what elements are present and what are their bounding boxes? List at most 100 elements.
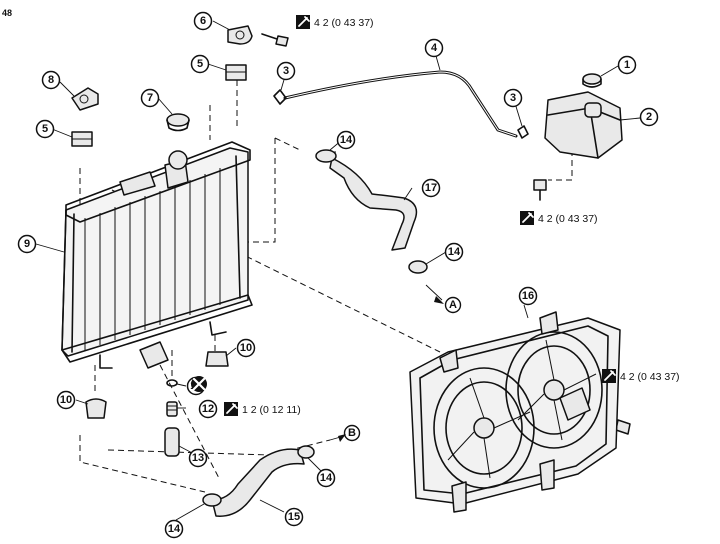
callout-4: 4 <box>424 38 444 58</box>
callout-number: 8 <box>48 74 54 86</box>
torque-spec-bracket-bolt: 4 2 (0 43 37) <box>296 15 374 29</box>
callout-circle <box>164 519 184 539</box>
callout-7: 7 <box>140 88 160 108</box>
callout-number: 3 <box>510 92 516 104</box>
callout-number: 16 <box>522 290 534 302</box>
torque-spec-drain-plug: 1 2 (0 12 11) <box>224 402 301 416</box>
arrow-to-a <box>434 296 444 304</box>
callout-16: 16 <box>518 286 538 306</box>
callout-number: 14 <box>448 246 461 258</box>
callout-14: 14 <box>444 242 464 262</box>
bolt-reservoir <box>533 179 547 201</box>
fan-shroud <box>409 311 621 513</box>
callout-circle <box>190 54 210 74</box>
callout-circle <box>56 390 76 410</box>
callout-circle <box>639 107 659 127</box>
drain-plug-12 <box>166 401 178 417</box>
callout-circle <box>284 507 304 527</box>
torque-value: 1 2 (0 12 11) <box>242 404 301 416</box>
callout-number: 12 <box>202 403 214 415</box>
callout-5: 5 <box>35 119 55 139</box>
hose-clamp-lower-a <box>297 445 315 459</box>
do-not-reuse-icon <box>191 376 207 392</box>
callout-14: 14 <box>336 130 356 150</box>
callout-number: 14 <box>168 523 181 535</box>
callout-number: 5 <box>197 58 203 70</box>
callout-number: 15 <box>288 511 300 523</box>
drain-hose-13 <box>164 427 180 457</box>
reservoir-cap <box>582 73 602 88</box>
callout-number: 7 <box>147 92 153 104</box>
callout-6: 6 <box>193 11 213 31</box>
callout-circle <box>193 11 213 31</box>
torque-wrench-icon <box>296 15 310 29</box>
callout-circle <box>503 88 523 108</box>
callout-1: 1 <box>617 55 637 75</box>
torque-wrench-icon <box>224 402 238 416</box>
arrow-to-b <box>338 434 346 442</box>
callout-number: 17 <box>425 182 437 194</box>
radiator <box>61 141 253 369</box>
callout-circle <box>421 178 441 198</box>
reservoir-hose <box>283 70 518 138</box>
callout-circle <box>17 234 37 254</box>
torque-value: 4 2 (0 43 37) <box>314 17 374 29</box>
lower-mount-10-right <box>205 351 229 367</box>
connector-b: B <box>343 424 361 442</box>
lower-hose <box>211 448 305 517</box>
torque-spec-reservoir-bolt: 4 2 (0 43 37) <box>520 211 598 225</box>
callout-13: 13 <box>188 448 208 468</box>
callout-number: 14 <box>320 472 333 484</box>
callout-2: 2 <box>639 107 659 127</box>
connector-a-label: A <box>449 299 457 311</box>
callout-number: 10 <box>60 394 72 406</box>
callout-9: 9 <box>17 234 37 254</box>
callout-number: 9 <box>24 238 30 250</box>
callout-8: 8 <box>41 70 61 90</box>
hose-clamp-upper-a <box>315 149 337 163</box>
callout-14: 14 <box>316 468 336 488</box>
callout-circle <box>35 119 55 139</box>
mount-bushing-5-top <box>225 64 247 81</box>
callout-group: 12334556789101011121314141414151617 <box>17 11 659 539</box>
callout-circle <box>140 88 160 108</box>
callout-circle <box>198 399 218 419</box>
callout-number: 13 <box>192 452 204 464</box>
callout-circle <box>236 338 256 358</box>
callout-circle <box>336 130 356 150</box>
callout-circle <box>444 242 464 262</box>
callout-14: 14 <box>164 519 184 539</box>
connector-a: A <box>444 296 462 314</box>
callout-10: 10 <box>236 338 256 358</box>
callout-circle <box>617 55 637 75</box>
callout-12: 12 <box>198 399 218 419</box>
mount-bushing-5-left <box>71 131 93 147</box>
hose-clamp-upper-b <box>408 260 428 274</box>
callout-10: 10 <box>56 390 76 410</box>
callout-number: 4 <box>431 42 438 54</box>
hose-clip-right <box>517 125 529 139</box>
callout-number: 6 <box>200 15 206 27</box>
torque-value: 4 2 (0 43 37) <box>620 371 680 383</box>
hose-clamp-lower-b <box>202 493 222 507</box>
torque-value: 4 2 (0 43 37) <box>538 213 598 225</box>
lower-mount-10-left <box>85 398 107 419</box>
callout-17: 17 <box>421 178 441 198</box>
callout-5: 5 <box>190 54 210 74</box>
callout-15: 15 <box>284 507 304 527</box>
callout-number: 14 <box>340 134 353 146</box>
bracket-upper-8 <box>71 87 99 111</box>
bolt-upper <box>261 33 289 47</box>
callout-number: 10 <box>240 342 252 354</box>
torque-spec-fan-shroud-bolt: 4 2 (0 43 37) <box>602 369 680 383</box>
hose-clip-left <box>273 89 287 105</box>
reservoir-tank <box>544 91 623 159</box>
bracket-upper-6 <box>227 25 253 45</box>
callout-number: 2 <box>646 111 652 123</box>
callout-circle <box>316 468 336 488</box>
callout-circle <box>518 286 538 306</box>
callout-number: 5 <box>42 123 48 135</box>
callout-number: 1 <box>624 59 630 71</box>
callout-3: 3 <box>276 61 296 81</box>
callout-circle <box>424 38 444 58</box>
